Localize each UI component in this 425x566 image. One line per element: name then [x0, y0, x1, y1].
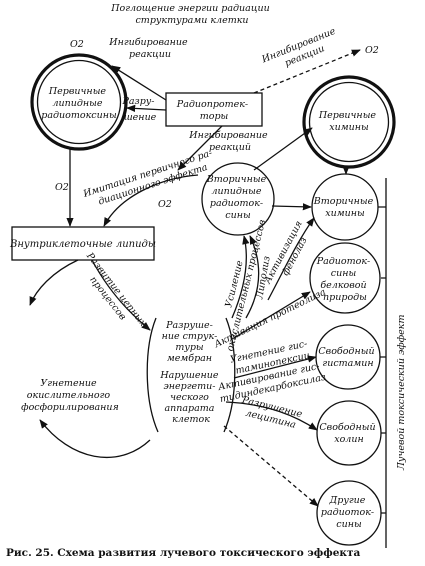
primary-lipid-radiotoxins-inner-ring: [36, 59, 122, 145]
oxidative-processes-arrow: [231, 235, 250, 319]
o2-label: O2: [365, 45, 379, 56]
intracellular-lipids-label: Внутриклеточные липиды: [9, 239, 156, 250]
chain-processes-label: Развитие цепных процессов: [74, 250, 150, 339]
protein-radiotoxins-label: Радиоток- сины белковой природы: [316, 256, 374, 303]
radiation-effect-label: Лучевой токсический эффект: [396, 315, 407, 471]
primary-lipid-radiotoxins-label: Первичные липидные радиотоксины: [41, 86, 117, 121]
proteolysis-arrow: [233, 291, 311, 339]
primary-lipid-radiotoxins-node: [30, 53, 128, 151]
inhibition-arrow: [111, 65, 167, 101]
membrane-to-phosphorylation-arrow: [39, 419, 151, 459]
secondary-chimins-node: [311, 173, 379, 241]
inhibition-reactions-label: Ингибирование реакций: [188, 130, 270, 153]
primary-chimins-label: Первичные химины: [318, 110, 379, 133]
effect-ticks: [378, 206, 386, 514]
secondary-chimins-label: Вторичные химины: [313, 196, 376, 219]
inhibition-right-label: Ингибирование реакции: [259, 25, 344, 77]
free-choline-label: Свободный холин: [319, 422, 378, 445]
oxidative-phosphorylation-label: Угнетение окислительного фосфорилировани…: [21, 378, 119, 413]
membrane-label: Разруше- ние струк- туры мембран Нарушен…: [159, 320, 221, 425]
diagram-title: Поглощение энергии радиации структурами …: [110, 3, 273, 26]
imitation-label: Имитация первичного ра- диационного эффе…: [81, 147, 220, 212]
secondary-lipid-radiotoxins-node: [201, 162, 275, 236]
phenolase-arrow: [267, 217, 315, 301]
other-radiotoxins-dashed-arrow: [223, 425, 319, 507]
membrane-right-bracket: [223, 317, 236, 433]
secondary-lipid-radiotoxins-label: Вторичные липидные радиоток- сины: [206, 174, 269, 221]
o2-label: O2: [70, 39, 84, 50]
inhibition-left-label: Ингибирование реакции: [108, 37, 190, 60]
primary-chimins-inner-ring: [308, 81, 390, 163]
o2-label: O2: [158, 199, 172, 210]
o2-label: O2: [55, 182, 69, 193]
intracellular-lipids-node: [11, 226, 155, 261]
imitation-arrow: [103, 174, 199, 227]
inhibition-reactions-arrow: [177, 125, 223, 171]
radioprotectors-label: Радиопротек- торы: [176, 99, 251, 122]
protein-radiotoxins-node: [309, 242, 381, 314]
chain-processes-arrow: [91, 259, 151, 331]
histamine-arrow: [233, 355, 317, 379]
figure-caption: Рис. 25. Схема развития лучевого токсиче…: [6, 547, 361, 559]
free-choline-node: [316, 400, 382, 466]
lipolysis-arrow: [245, 235, 260, 319]
phosphorylation-arrow: [29, 259, 79, 306]
lecithin-label: Разрушение лецитина: [237, 394, 306, 432]
lipid-to-primary-chimins-arrow: [253, 127, 313, 171]
other-radiotoxins-label: Другие радиоток- сины: [321, 495, 377, 530]
inhibition-dashed-arrow: [253, 49, 361, 94]
destruction-arrow: [126, 104, 167, 113]
free-histamine-label: Свободный гистамин: [318, 346, 377, 369]
lecithin-arrow: [225, 401, 318, 431]
lipid-to-chimins-arrow: [271, 203, 312, 211]
membrane-left-bracket: [146, 317, 159, 433]
phenolase-label: Активизация фенолаз: [262, 216, 317, 292]
destruction-label: Разру- шение: [121, 96, 157, 123]
